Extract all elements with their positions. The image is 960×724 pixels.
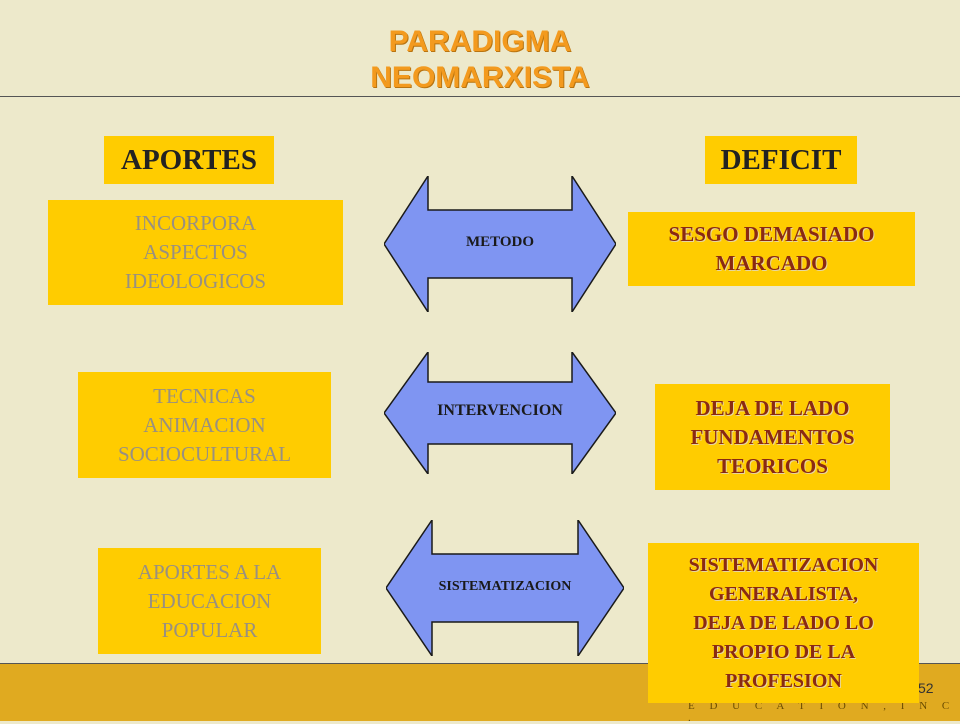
aporte-text-2: TECNICAS ANIMACION SOCIOCULTURAL <box>117 383 292 466</box>
deficit-box-1: SESGO DEMASIADO MARCADO <box>628 212 915 286</box>
title-line-2: NEOMARXISTA <box>370 61 590 94</box>
arrow-metodo: METODO <box>383 173 617 315</box>
aportes-header: APORTES <box>104 136 274 184</box>
deficit-header: DEFICIT <box>705 136 857 184</box>
deficit-text-1: SESGO DEMASIADO MARCADO <box>668 222 875 275</box>
deficit-box-2: DEJA DE LADO FUNDAMENTOS TEORICOS <box>655 384 890 490</box>
title-line-1: PARADIGMA <box>388 25 572 58</box>
arrow-label-intervencion: INTERVENCION <box>437 402 563 419</box>
aporte-box-2: TECNICAS ANIMACION SOCIOCULTURAL <box>78 372 331 478</box>
arrow-label-metodo: METODO <box>465 234 535 250</box>
aporte-box-1: INCORPORA ASPECTOS IDEOLOGICOS <box>48 200 343 305</box>
aporte-text-1: INCORPORA ASPECTOS IDEOLOGICOS <box>124 211 267 293</box>
page-number: 52 <box>918 680 934 696</box>
title-divider <box>0 96 960 97</box>
deficit-text-3: SISTEMATIZACION GENERALISTA, DEJA DE LAD… <box>688 553 879 692</box>
arrow-sistematizacion: SISTEMATIZACION <box>385 517 625 659</box>
publisher-mark: E D U C A T I O N , I N C . <box>688 700 956 724</box>
aporte-text-3: APORTES A LA EDUCACION POPULAR <box>137 559 282 642</box>
aportes-header-label: APORTES <box>121 143 257 176</box>
aporte-box-3: APORTES A LA EDUCACION POPULAR <box>98 548 321 654</box>
deficit-box-3: SISTEMATIZACION GENERALISTA, DEJA DE LAD… <box>648 543 919 703</box>
arrow-label-sistematizacion: SISTEMATIZACION <box>438 579 572 594</box>
arrow-intervencion: INTERVENCION <box>383 349 617 477</box>
deficit-text-2: DEJA DE LADO FUNDAMENTOS TEORICOS <box>690 395 855 478</box>
deficit-header-label: DEFICIT <box>720 143 842 176</box>
